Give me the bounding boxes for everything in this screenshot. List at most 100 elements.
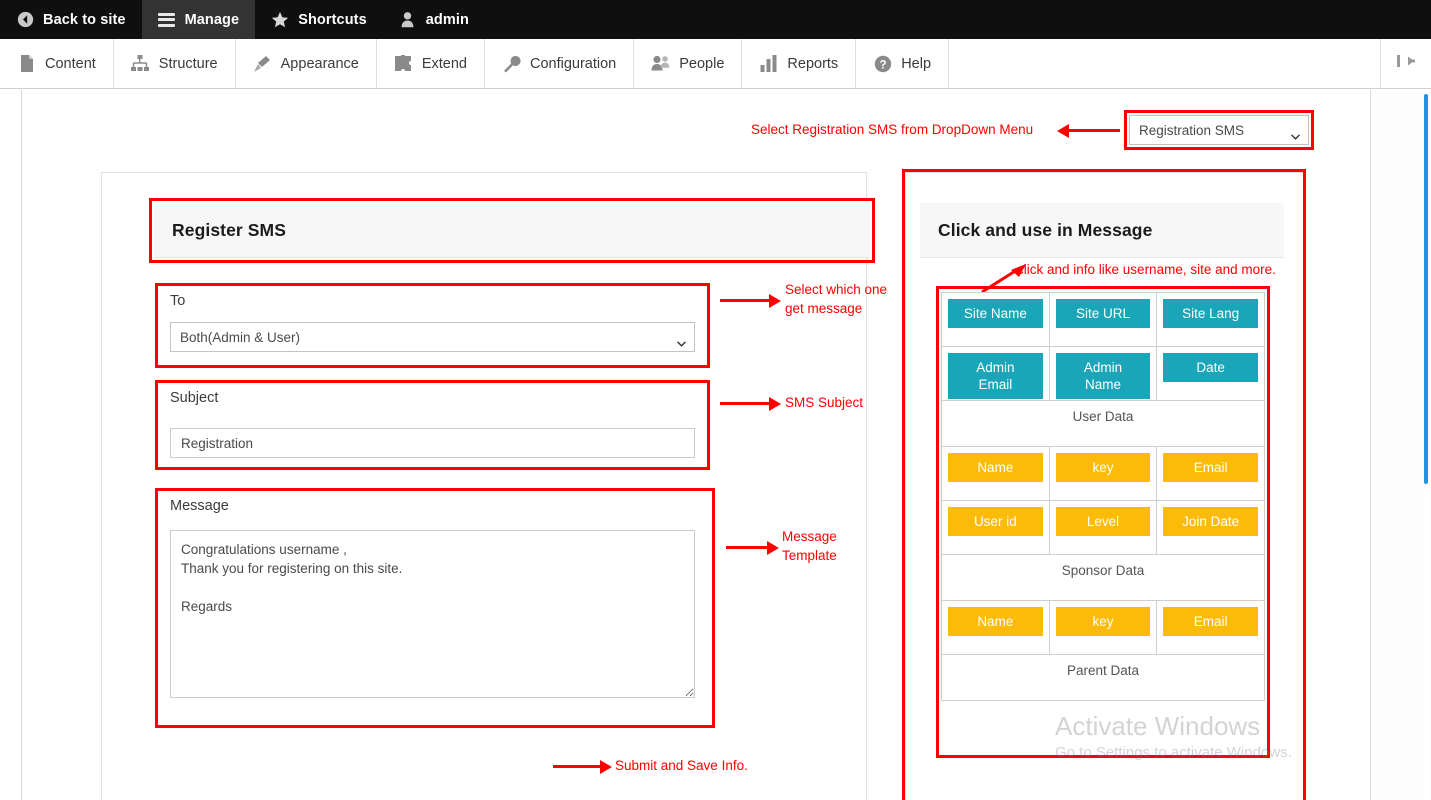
document-icon — [17, 54, 36, 73]
people-icon — [651, 54, 670, 73]
token-cell: User id — [941, 500, 1050, 555]
wrench-icon — [502, 54, 521, 73]
admin-bar-label: admin — [425, 11, 469, 28]
table-row: Admin Email Admin Name Date — [941, 346, 1265, 401]
admin-tab-appearance[interactable]: Appearance — [236, 39, 377, 88]
admin-bar-item-shortcuts[interactable]: Shortcuts — [255, 0, 383, 39]
back-arrow-circle-icon — [16, 11, 34, 29]
token-button-admin-name[interactable]: Admin Name — [1055, 353, 1151, 399]
svg-text:?: ? — [879, 59, 886, 71]
right-gutter — [1372, 90, 1431, 800]
admin-tab-help[interactable]: ? Help — [856, 39, 950, 88]
token-cell: Site URL — [1048, 292, 1158, 347]
register-sms-panel-header: Register SMS — [154, 203, 870, 258]
admin-bar-item-manage[interactable]: Manage — [141, 0, 256, 39]
admin-tabs-spacer — [949, 39, 1381, 88]
annotation-text-submit-button: Submit and Save Info. — [615, 758, 748, 773]
to-field-label: To — [170, 293, 186, 309]
token-table-body: Site Name Site URL Site Lang Admin Email… — [941, 292, 1265, 701]
admin-tab-label: Reports — [787, 55, 839, 72]
token-section-sponsor-data: Sponsor Data — [941, 554, 1265, 601]
token-button-sponsor-key[interactable]: key — [1055, 607, 1151, 636]
token-button-sponsor-email[interactable]: Email — [1163, 607, 1258, 636]
token-button-user-id[interactable]: User id — [948, 507, 1043, 536]
token-cell: Join Date — [1156, 500, 1265, 555]
token-cell: Level — [1048, 500, 1158, 555]
admin-tab-label: Appearance — [280, 55, 359, 72]
admin-tab-extend[interactable]: Extend — [377, 39, 485, 88]
admin-tab-structure[interactable]: Structure — [114, 39, 236, 88]
token-button-site-url[interactable]: Site URL — [1055, 299, 1151, 328]
token-cell: Email — [1156, 600, 1265, 655]
message-textarea[interactable]: Congratulations username , Thank you for… — [170, 530, 695, 698]
user-icon — [399, 11, 417, 29]
hamburger-icon — [158, 11, 176, 29]
subject-field-label: Subject — [170, 390, 219, 406]
token-cell: Admin Email — [941, 346, 1050, 401]
token-section-parent-data: Parent Data — [941, 654, 1265, 701]
annotation-arrow-select-dropdown — [1057, 123, 1120, 138]
token-button-sponsor-name[interactable]: Name — [948, 607, 1043, 636]
annotation-arrow-message-field — [726, 540, 779, 555]
admin-tab-people[interactable]: People — [634, 39, 743, 88]
admin-bar-item-back-to-site[interactable]: Back to site — [0, 0, 142, 39]
annotation-text-message-field: Message Template — [782, 529, 837, 563]
token-button-user-email[interactable]: Email — [1163, 453, 1258, 482]
annotation-arrow-submit-button — [553, 759, 612, 774]
page-scrollbar-thumb[interactable] — [1424, 94, 1428, 484]
token-cell: key — [1048, 600, 1158, 655]
to-select-wrapper: Both(Admin & User) — [170, 322, 695, 352]
sms-type-select[interactable]: Registration SMS — [1129, 115, 1309, 145]
table-row: User Data — [941, 400, 1265, 447]
token-cell: Name — [941, 446, 1050, 501]
token-cell: Site Name — [941, 292, 1050, 347]
annotation-arrow-tokens — [978, 262, 1028, 294]
annotation-text-tokens: click and info like username, site and m… — [1017, 262, 1276, 277]
left-gutter — [0, 90, 22, 800]
token-table: Site Name Site URL Site Lang Admin Email… — [941, 292, 1265, 701]
admin-bar-item-admin[interactable]: admin — [383, 0, 485, 39]
token-section-user-data: User Data — [941, 400, 1265, 447]
token-button-user-join-date[interactable]: Join Date — [1163, 507, 1258, 536]
admin-tab-configuration[interactable]: Configuration — [485, 39, 635, 88]
admin-tab-content[interactable]: Content — [0, 39, 114, 88]
page-title: Register SMS — [172, 219, 287, 240]
token-cell: Name — [941, 600, 1050, 655]
table-row: Name key Email — [941, 446, 1265, 501]
register-sms-card — [101, 172, 867, 800]
annotation-text-to-field: Select which one get message — [785, 282, 888, 316]
sms-type-select-wrapper: Registration SMS — [1129, 115, 1309, 145]
token-button-site-name[interactable]: Site Name — [948, 299, 1043, 328]
token-button-user-level[interactable]: Level — [1055, 507, 1151, 536]
token-button-site-lang[interactable]: Site Lang — [1163, 299, 1258, 328]
paintbrush-icon — [253, 54, 272, 73]
to-select[interactable]: Both(Admin & User) — [170, 322, 695, 352]
annotation-text-subject-field: SMS Subject — [785, 395, 864, 410]
token-button-user-key[interactable]: key — [1055, 453, 1151, 482]
admin-bar-label: Back to site — [43, 11, 126, 28]
page-body: Select Registration SMS from DropDown Me… — [0, 90, 1431, 800]
admin-bar-label: Manage — [184, 11, 240, 28]
table-row: User id Level Join Date — [941, 500, 1265, 555]
token-button-date[interactable]: Date — [1163, 353, 1258, 382]
table-row: Sponsor Data — [941, 554, 1265, 601]
table-row: Name key Email — [941, 600, 1265, 655]
question-mark-circle-icon: ? — [873, 54, 892, 73]
star-icon — [271, 11, 289, 29]
token-helper-title: Click and use in Message — [938, 219, 1153, 240]
admin-tab-label: Content — [45, 55, 96, 72]
token-button-admin-email[interactable]: Admin Email — [948, 353, 1043, 399]
annotation-arrow-subject-field — [720, 396, 781, 411]
message-field-label: Message — [170, 498, 229, 514]
token-cell: Date — [1156, 346, 1265, 401]
subject-input[interactable] — [170, 428, 695, 458]
collapse-toolbar-button[interactable] — [1381, 39, 1431, 88]
token-cell: Email — [1156, 446, 1265, 501]
sitemap-icon — [131, 54, 150, 73]
token-helper-panel-header: Click and use in Message — [920, 203, 1284, 258]
admin-tab-reports[interactable]: Reports — [742, 39, 857, 88]
token-cell: key — [1048, 446, 1158, 501]
token-button-user-name[interactable]: Name — [948, 453, 1043, 482]
admin-tab-label: Structure — [158, 55, 218, 72]
table-row: Parent Data — [941, 654, 1265, 701]
